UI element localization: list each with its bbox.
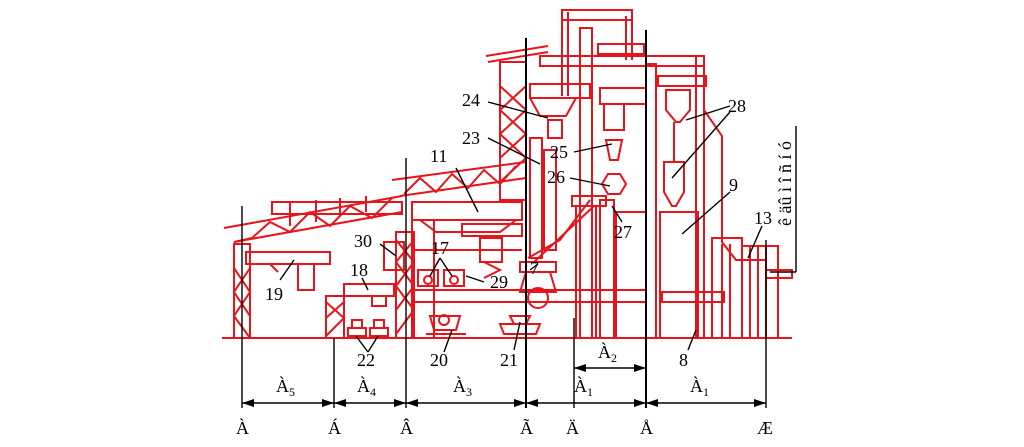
span-label-a5: À5 <box>276 375 295 399</box>
converter-tower <box>485 9 705 339</box>
axis-label-5: Ä <box>566 418 579 438</box>
span-label-a1-left: À1 <box>574 375 593 399</box>
axis-label-6: Å <box>640 418 653 438</box>
callout-9: 9 <box>729 175 738 195</box>
callout-21: 21 <box>500 350 518 370</box>
axis-label-1: À <box>236 417 249 438</box>
callout-17: 17 <box>431 238 449 258</box>
callout-labels: 24 23 11 25 26 27 28 9 13 30 17 18 19 29… <box>265 90 772 370</box>
callout-24: 24 <box>462 90 480 110</box>
span-label-a2: À2 <box>598 341 617 365</box>
middle-bay <box>391 161 646 339</box>
callout-11: 11 <box>430 146 447 166</box>
structure <box>222 9 793 339</box>
callout-26: 26 <box>547 167 565 187</box>
span-labels: À5 À4 À3 À1 À1 À2 <box>276 341 709 399</box>
callout-19: 19 <box>265 284 283 304</box>
callout-18: 18 <box>350 260 368 280</box>
leader-lines <box>279 101 763 353</box>
axis-label-4: Ã <box>520 417 533 438</box>
callout-30: 30 <box>354 231 372 251</box>
callout-28: 28 <box>728 96 746 116</box>
callout-27: 27 <box>614 222 632 242</box>
column-a4 <box>325 231 416 339</box>
left-bay <box>223 195 403 339</box>
axis-labels: À Á Â Ã Ä Å Æ <box>236 417 773 438</box>
side-vertical-label: ê äû ì î ñ í ó <box>775 141 795 226</box>
span-label-a1-right: À1 <box>690 375 709 399</box>
span-label-a3: À3 <box>453 375 472 399</box>
callout-23: 23 <box>462 128 480 148</box>
callout-29: 29 <box>490 272 508 292</box>
callout-7: 7 <box>530 258 539 278</box>
span-label-a4: À4 <box>357 375 376 399</box>
callout-25: 25 <box>550 142 568 162</box>
axis-label-2: Á <box>328 417 341 438</box>
axis-label-3: Â <box>400 417 413 438</box>
right-bay <box>645 56 793 339</box>
callout-22: 22 <box>357 350 375 370</box>
callout-20: 20 <box>430 350 448 370</box>
dimension-lines <box>241 30 797 408</box>
axis-label-7: Æ <box>757 418 773 438</box>
callout-8: 8 <box>679 350 688 370</box>
callout-13: 13 <box>754 208 772 228</box>
